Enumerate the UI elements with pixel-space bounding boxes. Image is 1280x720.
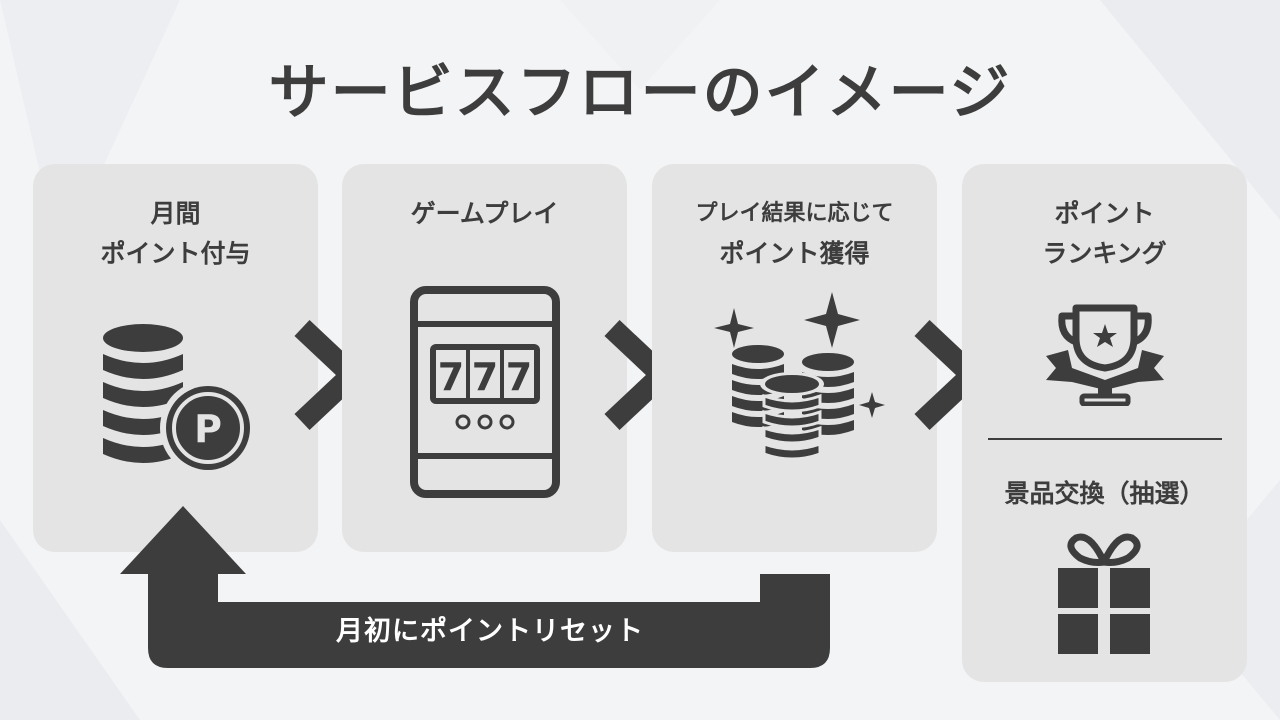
point-symbol: P (194, 407, 222, 451)
coins-sparkle-icon (714, 292, 885, 461)
slot-machine-icon: 7 7 7 (410, 286, 560, 498)
reel-2: 7 (472, 355, 498, 399)
prize-exchange-label: 景品交換（抽選） (1004, 479, 1205, 508)
coins-point-icon: P (103, 324, 256, 476)
step-card-earn-points: プレイ結果に応じて ポイント獲得 (652, 164, 937, 552)
page-title: サービスフローのイメージ (268, 58, 1012, 128)
step-card-monthly-points: 月間 ポイント付与 P (33, 164, 318, 552)
step-label-line2: ランキング (1042, 239, 1167, 268)
section-divider (988, 438, 1222, 440)
reel-1: 7 (438, 355, 464, 399)
trophy-icon (1046, 304, 1164, 406)
step-label-line2: ポイント獲得 (719, 239, 870, 268)
step-label: ポイント ランキング (962, 194, 1247, 274)
gift-icon (1058, 533, 1150, 654)
step-card-ranking-prize: ポイント ランキング 景品交換（抽選） (962, 164, 1247, 682)
arrow-up-icon (120, 506, 246, 574)
step-label-line1: ポイント (1054, 199, 1155, 228)
reel-3: 7 (506, 355, 532, 399)
step-label-line1: プレイ結果に応じて (695, 201, 894, 226)
step-card-game-play: ゲームプレイ 7 7 7 (342, 164, 627, 552)
step-label: プレイ結果に応じて ポイント獲得 (652, 194, 937, 274)
loop-label: 月初にポイントリセット (336, 616, 644, 647)
step-label-line1: 月間 (150, 199, 201, 228)
step-label: 月間 ポイント付与 (33, 194, 318, 274)
step-label-line1: ゲームプレイ (410, 199, 559, 228)
step-label: ゲームプレイ (342, 194, 627, 234)
step-label-line2: ポイント付与 (100, 239, 251, 268)
